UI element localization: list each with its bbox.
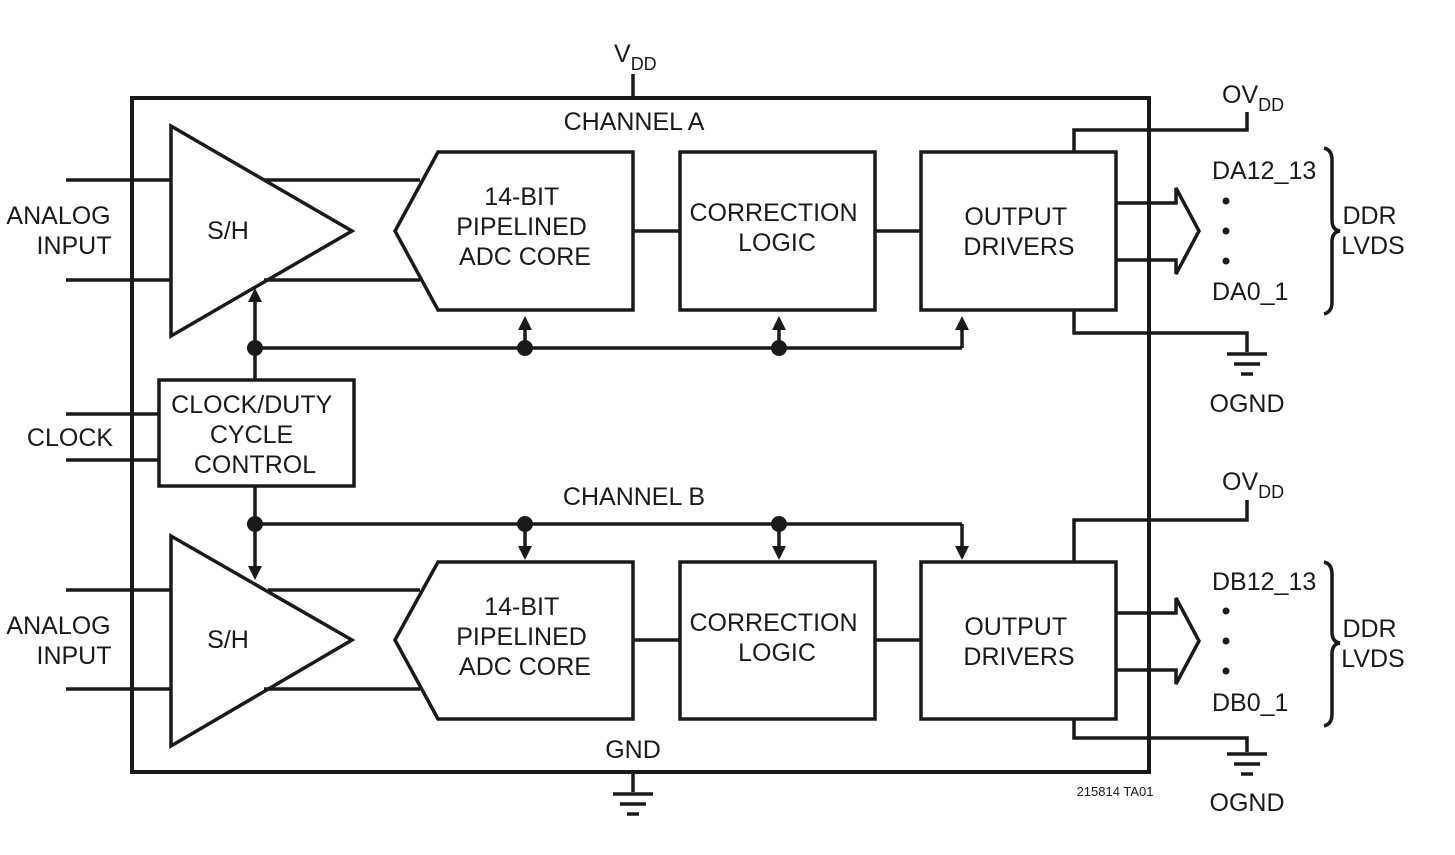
- correction-logic-a-label: CORRECTION LOGIC: [689, 199, 864, 257]
- adc-core-a: [393, 150, 635, 312]
- clock-duty-cycle-control: [157, 378, 356, 488]
- output-drivers-b-label: OUTPUT DRIVERS: [963, 613, 1074, 671]
- adc-core-a-label: 14-BIT PIPELINED ADC CORE: [456, 183, 594, 271]
- gnd-label: GND: [605, 736, 661, 764]
- output-b-brace: [1323, 560, 1341, 728]
- ognd-a-label: OGND: [1210, 390, 1285, 418]
- clock-input-label: CLOCK: [27, 424, 113, 452]
- ovdd-b-label: OVDD: [1222, 468, 1284, 502]
- analog-input-a-label: ANALOG INPUT: [6, 202, 117, 260]
- channel-b-title: CHANNEL B: [563, 483, 705, 511]
- ognd-a-wire: [1072, 310, 1249, 352]
- correction-logic-b: [678, 560, 877, 721]
- ognd-b-wire: [1072, 719, 1249, 752]
- adc-core-b: [393, 560, 635, 721]
- output-drivers-b: [919, 560, 1118, 721]
- ovdd-b-wire: [1072, 500, 1249, 562]
- ognd-b-label: OGND: [1210, 789, 1285, 817]
- ognd-b-symbol: [1227, 752, 1267, 776]
- sample-hold-a-label: S/H: [207, 217, 249, 245]
- vdd-label: VDD: [614, 40, 657, 74]
- ognd-a-symbol: [1227, 352, 1267, 376]
- gnd-symbol: [613, 772, 653, 816]
- correction-logic-b-label: CORRECTION LOGIC: [689, 609, 864, 667]
- sample-hold-b-label: S/H: [207, 626, 249, 654]
- chip-boundary: [130, 96, 1151, 774]
- output-a-top-label: DA12_13: [1212, 157, 1316, 185]
- ovdd-a-label: OVDD: [1222, 81, 1284, 115]
- clock-duty-cycle-control-label: CLOCK/DUTY CYCLE CONTROL: [171, 391, 339, 479]
- channel-a-title: CHANNEL A: [564, 108, 705, 136]
- adc-core-b-label: 14-BIT PIPELINED ADC CORE: [456, 593, 594, 681]
- output-b-bottom-label: DB0_1: [1212, 689, 1288, 717]
- figure-id: 215814 TA01: [1077, 784, 1154, 799]
- clock-bus-b: [247, 486, 969, 580]
- sample-hold-b: [169, 532, 356, 750]
- output-drivers-a-label: OUTPUT DRIVERS: [963, 203, 1074, 261]
- output-a-ddr-lvds-label: DDR LVDS: [1341, 202, 1404, 260]
- output-drivers-a: [919, 150, 1118, 312]
- output-bus-b-arrow: [1116, 597, 1201, 685]
- output-b-top-label: DB12_13: [1212, 568, 1316, 596]
- correction-logic-a: [678, 150, 877, 312]
- output-a-brace: [1323, 146, 1341, 316]
- output-a-bottom-label: DA0_1: [1212, 278, 1288, 306]
- ovdd-a-wire: [1072, 112, 1249, 152]
- analog-input-b-label: ANALOG INPUT: [6, 612, 117, 670]
- sample-hold-a: [169, 122, 356, 340]
- output-bus-a-arrow: [1116, 187, 1201, 275]
- clock-bus-a: [247, 288, 969, 380]
- output-b-ddr-lvds-label: DDR LVDS: [1341, 615, 1404, 673]
